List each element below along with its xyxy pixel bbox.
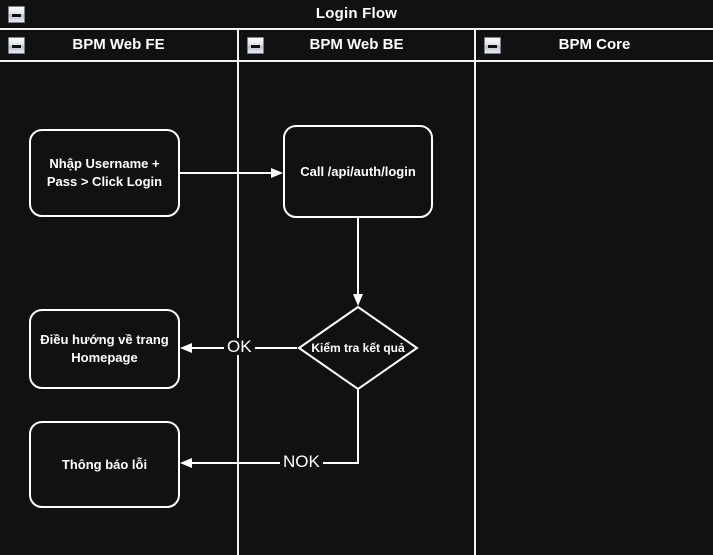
lane-header-bpm-core: BPM Core [476,30,713,62]
edge-n3-n4-arrowhead [180,343,192,353]
node-dieu-huong-ve-trang-homepage[interactable]: Điều hướng về trang Homepage [29,309,180,389]
node-nhap-username-click-login[interactable]: Nhập Username + Pass > Click Login [29,129,180,217]
collapse-lane-be-icon[interactable] [247,37,264,54]
edge-n1-n2-arrowhead [271,168,283,178]
lane-separator-2 [474,30,476,555]
lane-header-bpm-web-be: BPM Web BE [239,30,474,62]
edge-n2-n3-arrowhead [353,294,363,306]
node-kiem-tra-ket-qua[interactable]: Kiểm tra kết quả [297,305,419,391]
collapse-diagram-icon[interactable] [8,6,25,23]
edge-label-nok: NOK [280,453,323,470]
lane-header-bpm-web-fe: BPM Web FE [0,30,237,62]
edge-label-ok: OK [224,338,255,355]
node-thong-bao-loi[interactable]: Thông báo lỗi [29,421,180,508]
lane-label-bpm-web-fe: BPM Web FE [72,36,165,53]
edge-n3-n5-arrowhead [180,458,192,468]
collapse-lane-fe-icon[interactable] [8,37,25,54]
lane-label-bpm-core: BPM Core [558,36,631,53]
diamond-shape [297,305,419,391]
diagram-title: Login Flow [315,5,398,22]
edge-n3-n5-line [188,390,359,464]
lane-separator-1 [237,30,239,555]
node-call-api-auth-login[interactable]: Call /api/auth/login [283,125,433,218]
collapse-lane-core-icon[interactable] [484,37,501,54]
lane-label-bpm-web-be: BPM Web BE [309,36,404,53]
diagram-title-bar: Login Flow [0,0,713,30]
